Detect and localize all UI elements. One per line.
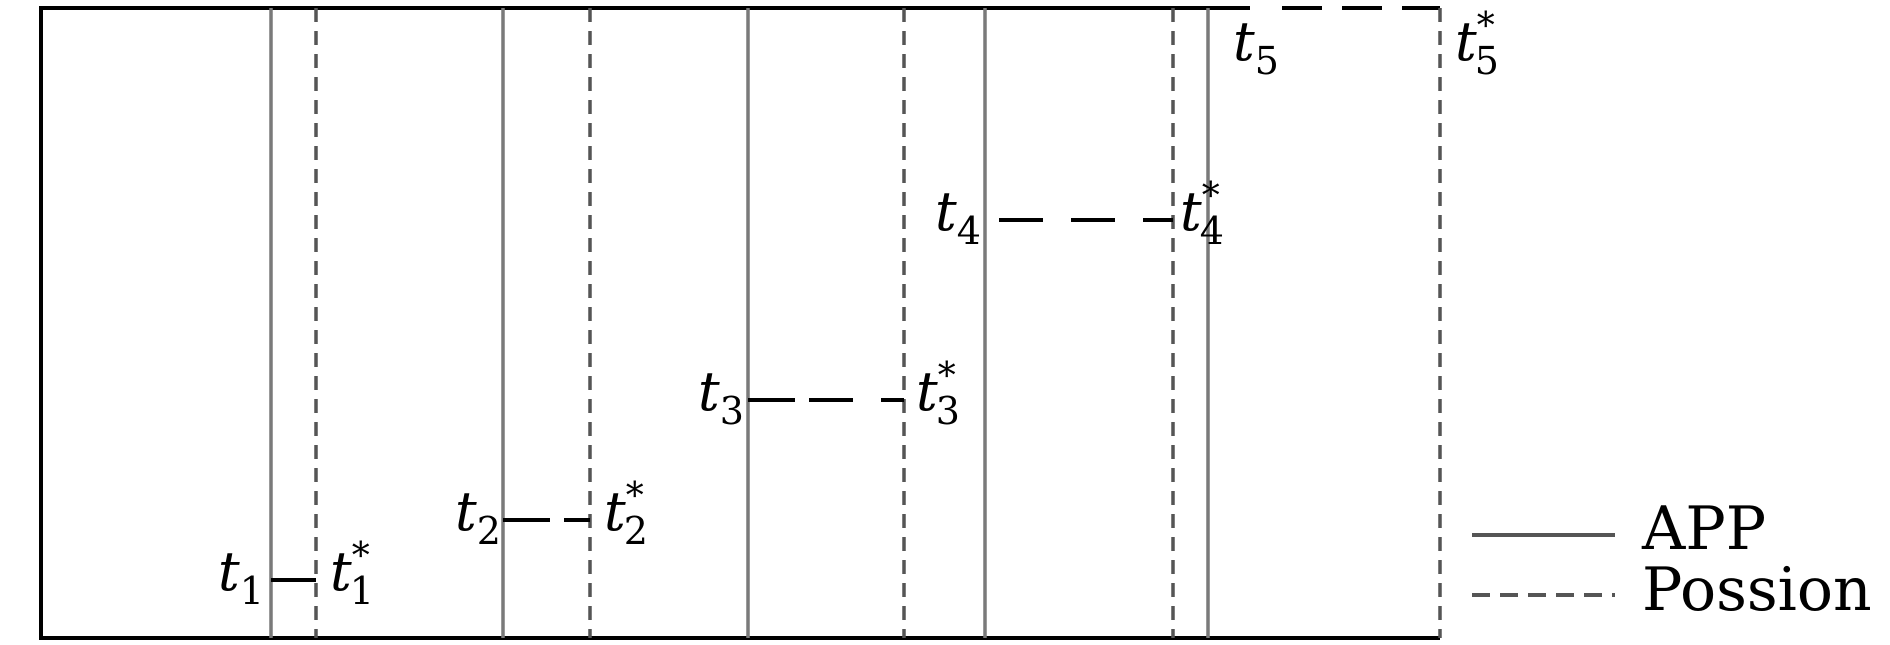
label-t5-star: t*5 xyxy=(1455,6,1499,83)
label-t1-star: t*1 xyxy=(330,536,374,613)
label-t2: t2 xyxy=(455,480,501,553)
app-lines xyxy=(269,8,1210,638)
label-t3: t3 xyxy=(698,360,744,433)
connectors xyxy=(271,218,1173,582)
label-t1: t1 xyxy=(218,540,264,613)
possion-lines xyxy=(314,8,1442,638)
event-labels: t1 t*1 t2 t*2 t3 t*3 t4 t*4 t5 t*5 xyxy=(218,6,1499,613)
label-t5: t5 xyxy=(1233,10,1279,83)
label-t3-star: t*3 xyxy=(916,356,960,433)
label-t2-star: t*2 xyxy=(604,476,648,553)
label-t4-star: t*4 xyxy=(1180,176,1224,253)
legend-possion-label: Possion xyxy=(1642,555,1872,625)
label-t4: t4 xyxy=(935,180,981,253)
legend-app-label: APP xyxy=(1641,494,1766,564)
